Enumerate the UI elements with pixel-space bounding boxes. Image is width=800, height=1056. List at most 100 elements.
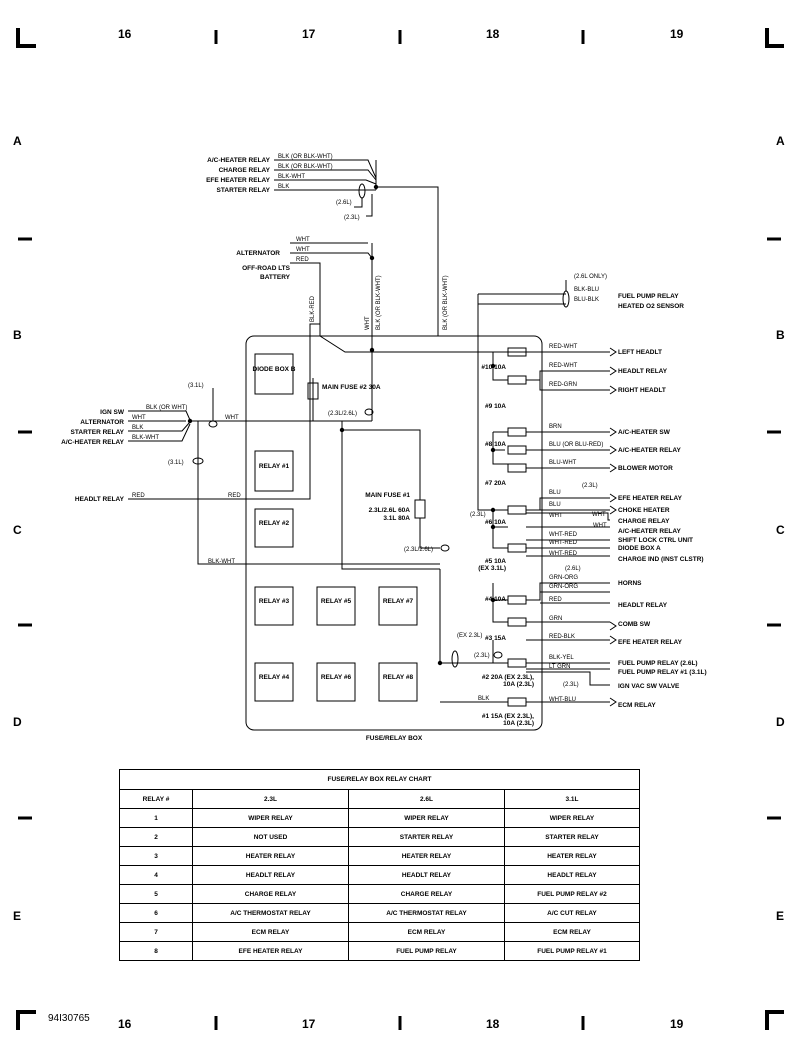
diagram-label: RELAY #7 bbox=[383, 598, 414, 605]
diagram-label: IGN SW bbox=[100, 409, 125, 416]
relay-chart-header: RELAY # bbox=[119, 789, 193, 809]
table-cell: 5 bbox=[119, 884, 193, 904]
diagram-label: BLK-WHT bbox=[208, 559, 235, 565]
diagram-label: A/C-HEATER RELAY bbox=[207, 157, 271, 164]
diagram-label: BLK-WHT bbox=[132, 435, 159, 441]
circuit-destination-label: HEADLT RELAY bbox=[618, 368, 668, 375]
table-cell: 6 bbox=[119, 903, 193, 923]
grid-ticks bbox=[18, 30, 781, 1030]
diagram-label: #2 20A (EX 2.3L), bbox=[482, 674, 534, 681]
diagram-label: BLK bbox=[278, 184, 289, 190]
diagram-label: E bbox=[13, 909, 21, 923]
diagram-label: #9 10A bbox=[485, 403, 506, 410]
corner-mark-bl bbox=[16, 1010, 36, 1030]
circuit-destination-label: COMB SW bbox=[618, 621, 651, 628]
table-cell: NOT USED bbox=[192, 827, 349, 847]
diagram-label: 2.3L/2.6L 60A bbox=[369, 507, 411, 514]
diagram-label: #1 15A (EX 2.3L), bbox=[482, 713, 534, 720]
table-cell: EFE HEATER RELAY bbox=[192, 941, 349, 961]
diagram-label: (2.3L) bbox=[582, 483, 598, 489]
circuit-destination-label: CHARGE IND (INST CLSTR) bbox=[618, 556, 704, 563]
diagram-label: RELAY #8 bbox=[383, 674, 414, 681]
circuit-destination-label: DIODE BOX A bbox=[618, 545, 661, 552]
diagram-label: 17 bbox=[302, 1017, 316, 1031]
diagram-label: FUEL PUMP RELAY bbox=[618, 293, 679, 300]
diagram-label: RED bbox=[132, 493, 145, 499]
circuit-destination-label: CHOKE HEATER bbox=[618, 507, 670, 514]
corner-mark-br bbox=[765, 1010, 784, 1030]
diagram-label: BLK (OR BLK-WHT) bbox=[376, 275, 382, 330]
table-cell: HEADLT RELAY bbox=[192, 865, 349, 885]
diagram-label: OFF-ROAD LTS bbox=[242, 265, 291, 272]
circuit-destination-label: ECM RELAY bbox=[618, 702, 656, 709]
diagram-label: WHT bbox=[296, 237, 310, 243]
diagram-label: BLK (OR BLK-WHT) bbox=[278, 164, 333, 170]
wire-color-label: GRN-ORG bbox=[549, 575, 578, 581]
junction-dots bbox=[187, 184, 496, 666]
diagram-label: RELAY #4 bbox=[259, 674, 290, 681]
diagram-label: BLU-BLK bbox=[574, 297, 599, 303]
diagram-label: MAIN FUSE #2 30A bbox=[322, 384, 381, 391]
circuit-destination-label: EFE HEATER RELAY bbox=[618, 495, 683, 502]
diagram-label: RELAY #2 bbox=[259, 520, 290, 527]
wire-color-label: BLU-WHT bbox=[549, 460, 577, 466]
wire-color-label: RED bbox=[549, 597, 562, 603]
diagram-label: 19 bbox=[670, 1017, 684, 1031]
table-cell: HEATER RELAY bbox=[192, 846, 349, 866]
diagram-label: BLK (OR BLK-WHT) bbox=[443, 275, 449, 330]
diagram-label: 3.1L 80A bbox=[383, 515, 410, 522]
diagram-label: BLK (OR BLK-WHT) bbox=[278, 154, 333, 160]
diagram-label: #8 10A bbox=[485, 441, 506, 448]
wire-color-label: RED-WHT bbox=[549, 344, 578, 350]
circuit-destination-label: EFE HEATER RELAY bbox=[618, 639, 683, 646]
circuit-destination-label: A/C-HEATER RELAY bbox=[618, 447, 682, 454]
circuit-destination-label: RIGHT HEADLT bbox=[618, 387, 666, 394]
diagram-label: (2.3L/2.6L) bbox=[404, 547, 433, 553]
wire-color-label: GRN-ORG bbox=[549, 584, 578, 590]
table-cell: WIPER RELAY bbox=[503, 808, 641, 828]
diagram-label: BLK bbox=[478, 696, 489, 702]
circuit-destination-label: IGN VAC SW VALVE bbox=[618, 683, 680, 690]
diagram-label: RELAY #1 bbox=[259, 463, 290, 470]
table-cell: A/C THERMOSTAT RELAY bbox=[347, 903, 505, 923]
diagram-label: B bbox=[776, 328, 785, 342]
diagram-label: 10A (2.3L) bbox=[503, 681, 534, 688]
diagram-label: 18 bbox=[486, 1017, 500, 1031]
wire-color-label: GRN bbox=[549, 616, 562, 622]
table-cell: A/C THERMOSTAT RELAY bbox=[192, 903, 349, 923]
diagram-label: STARTER RELAY bbox=[217, 187, 271, 194]
table-cell: STARTER RELAY bbox=[503, 827, 641, 847]
diagram-label: (3.1L) bbox=[188, 383, 204, 389]
grid-labels: 16 17 18 19 16 17 18 19 A B C D E A B C … bbox=[13, 27, 785, 1031]
circuit-destination-label: FUEL PUMP RELAY #1 (3.1L) bbox=[618, 669, 707, 676]
diagram-label: ALTERNATOR bbox=[236, 250, 280, 257]
diagram-label: WHT bbox=[132, 415, 146, 421]
diagram-label: 17 bbox=[302, 27, 316, 41]
diagram-label: #3 15A bbox=[485, 635, 506, 642]
diagram-label: STARTER RELAY bbox=[71, 429, 125, 436]
arrowheads bbox=[609, 347, 617, 707]
diagram-label: #6 10A bbox=[485, 519, 506, 526]
table-cell: 7 bbox=[119, 922, 193, 942]
wire-color-label: WHT-BLU bbox=[549, 697, 576, 703]
table-cell: STARTER RELAY bbox=[347, 827, 505, 847]
table-cell: 1 bbox=[119, 808, 193, 828]
fuse-relay-box-outline bbox=[245, 335, 543, 731]
diagram-label: DIODE BOX B bbox=[253, 366, 296, 373]
diagram-label: BLK-BLU bbox=[574, 287, 599, 293]
diagram-label: (3.1L) bbox=[168, 460, 184, 466]
wire-color-label: BRN bbox=[549, 424, 562, 430]
table-cell: ECM RELAY bbox=[347, 922, 505, 942]
table-cell: FUEL PUMP RELAY #1 bbox=[503, 941, 641, 961]
diagram-label: RED bbox=[228, 493, 241, 499]
circuit-destination-label: CHARGE RELAY bbox=[618, 518, 670, 525]
table-cell: FUEL PUMP RELAY #2 bbox=[503, 884, 641, 904]
relay-chart-header: 2.3L bbox=[192, 789, 349, 809]
diagram-label: BLK bbox=[132, 425, 143, 431]
